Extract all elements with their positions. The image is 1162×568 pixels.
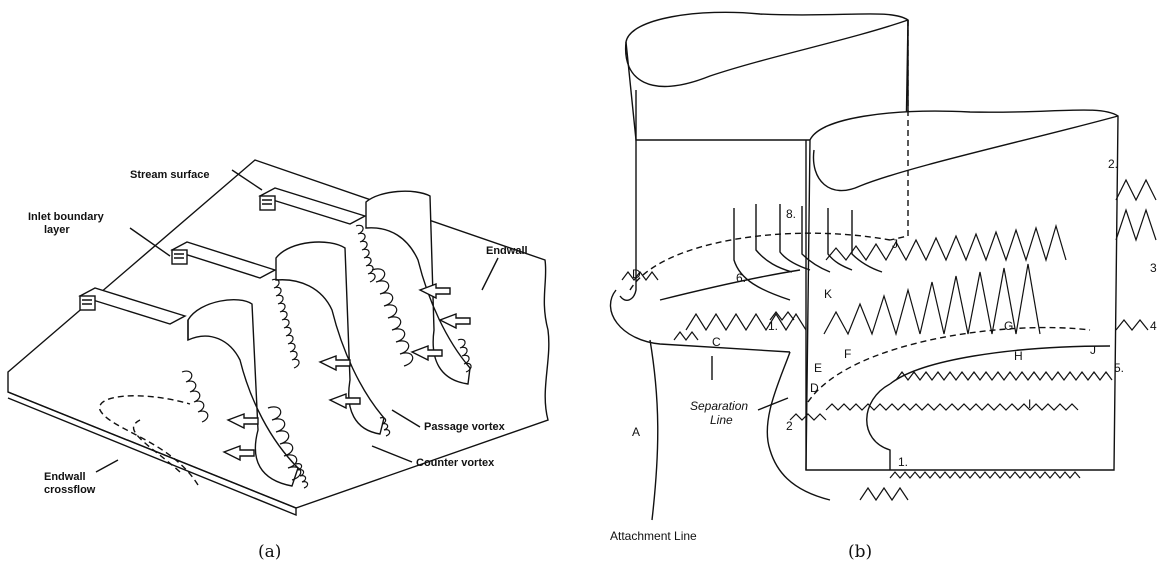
attachment-outline [650,340,658,520]
label-3: 3 [1150,261,1157,275]
label-inlet-boundary-1: Inlet boundary [28,211,105,223]
label-separation-1: Separation [690,399,748,413]
label-2b: 2 [786,419,793,433]
label-endwall-crossflow-2: crossflow [44,484,96,496]
label-inlet-boundary-2: layer [44,224,70,236]
label-I: I [1028,397,1031,411]
label-J2: J [1090,343,1096,357]
caption-a: (a) [258,542,281,562]
panel-a-drawing: Stream surface Inlet boundary layer Endw… [0,0,570,568]
label-5: 5. [1114,361,1124,375]
label-D1: D [632,267,641,281]
label-attachment-line: Attachment Line [610,529,697,543]
label-K: K [824,287,832,301]
panel-b-horseshoe-vortex-diagram: A C D D E F G H I J J K 1. 1. 2. 2 3 4 5… [590,0,1162,568]
caption-b: (b) [848,542,872,562]
label-8: 8. [786,207,796,221]
label-passage-vortex: Passage vortex [424,421,506,433]
label-H: H [1014,349,1023,363]
label-4: 4 [1150,319,1157,333]
label-2a: 2. [1108,157,1118,171]
label-F: F [844,347,851,361]
label-A: A [632,425,640,439]
label-6: 6. [736,271,746,285]
label-stream-surface: Stream surface [130,169,210,181]
label-separation-2: Line [710,413,733,427]
label-endwall: Endwall [486,245,528,257]
label-1a: 1. [768,319,778,333]
label-G: G [1004,319,1013,333]
panel-b-drawing: A C D D E F G H I J J K 1. 1. 2. 2 3 4 5… [590,0,1162,568]
panel-a-endwall-vortex-diagram: Stream surface Inlet boundary layer Endw… [0,0,570,568]
label-counter-vortex: Counter vortex [416,457,495,469]
label-endwall-crossflow-1: Endwall [44,471,86,483]
label-C: C [712,335,721,349]
label-J1: J [892,237,898,251]
label-E: E [814,361,822,375]
blade-2-outline [806,110,1118,470]
label-1b: 1. [898,455,908,469]
label-D2: D [810,381,819,395]
